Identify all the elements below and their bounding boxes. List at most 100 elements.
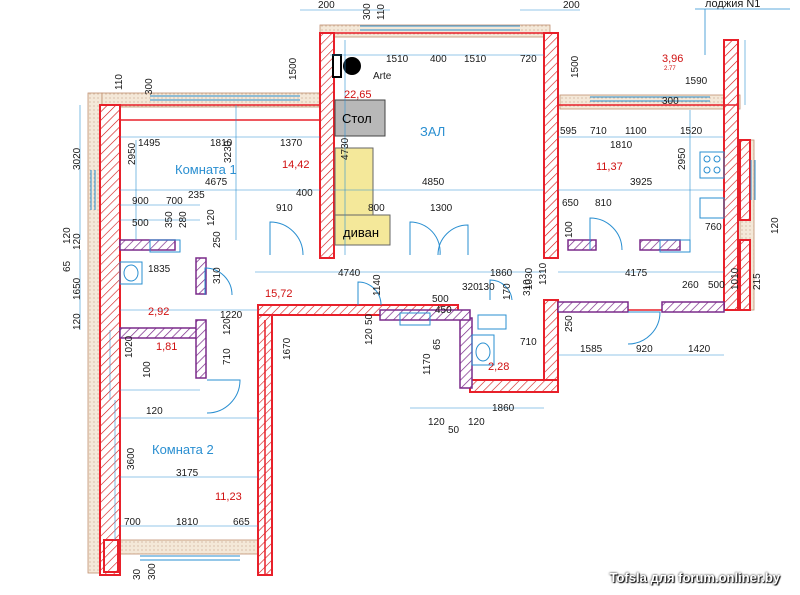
svg-text:280: 280 — [178, 211, 189, 228]
svg-text:710: 710 — [520, 337, 537, 348]
svg-text:3230: 3230 — [223, 140, 234, 163]
load-bearing-walls — [99, 32, 751, 576]
svg-text:300: 300 — [362, 3, 373, 20]
svg-text:1140: 1140 — [372, 274, 383, 296]
svg-text:3600: 3600 — [126, 447, 137, 470]
svg-text:65: 65 — [62, 260, 73, 272]
svg-text:910: 910 — [276, 203, 293, 214]
svg-text:4850: 4850 — [422, 177, 445, 188]
svg-text:50: 50 — [448, 425, 460, 436]
furniture — [332, 54, 391, 246]
svg-text:400: 400 — [296, 188, 313, 199]
svg-text:710: 710 — [590, 126, 607, 137]
svg-text:1370: 1370 — [280, 138, 303, 149]
svg-text:1100: 1100 — [625, 126, 647, 137]
room2-name: Комната 2 — [152, 442, 214, 457]
room-labels: Комната 1 14,42 ЗАЛ 22,65 11,37 15,72 2,… — [148, 0, 760, 503]
svg-text:120: 120 — [222, 318, 233, 335]
svg-text:1010: 1010 — [730, 267, 741, 290]
svg-text:130: 130 — [478, 282, 495, 293]
bath1-area: 2,92 — [148, 306, 169, 318]
svg-text:920: 920 — [636, 344, 653, 355]
table-label: Стол — [342, 111, 372, 126]
svg-text:500: 500 — [708, 280, 725, 291]
loggia-label: лоджия N1 — [705, 0, 760, 10]
svg-text:235: 235 — [188, 190, 205, 201]
svg-text:1220: 1220 — [220, 310, 243, 321]
svg-text:1590: 1590 — [685, 76, 708, 87]
svg-text:320: 320 — [462, 282, 479, 293]
svg-text:665: 665 — [233, 517, 250, 528]
svg-text:4175: 4175 — [625, 268, 648, 279]
room1-area: 14,42 — [282, 159, 310, 171]
table — [334, 99, 386, 137]
furniture-labels: Стол диван Arte — [342, 71, 392, 240]
svg-text:200: 200 — [563, 0, 580, 11]
svg-text:4740: 4740 — [338, 268, 361, 279]
svg-text:1510: 1510 — [464, 54, 487, 65]
svg-text:260: 260 — [682, 280, 699, 291]
svg-text:1300: 1300 — [430, 203, 453, 214]
svg-text:215: 215 — [752, 273, 763, 290]
svg-text:4675: 4675 — [205, 177, 228, 188]
svg-text:100: 100 — [564, 221, 575, 238]
svg-text:500: 500 — [132, 218, 149, 229]
svg-text:120: 120 — [468, 417, 485, 428]
svg-text:2950: 2950 — [127, 142, 138, 165]
svg-text:450: 450 — [435, 305, 452, 316]
svg-text:900: 900 — [132, 196, 149, 207]
svg-text:200: 200 — [318, 0, 335, 11]
svg-text:300: 300 — [144, 78, 155, 95]
svg-text:1495: 1495 — [138, 138, 161, 149]
svg-text:3925: 3925 — [630, 177, 653, 188]
svg-text:170: 170 — [502, 283, 513, 300]
svg-text:50: 50 — [364, 313, 375, 325]
svg-text:700: 700 — [166, 196, 183, 207]
dimension-lines — [79, 9, 746, 540]
svg-text:3020: 3020 — [72, 147, 83, 170]
dimension-labels: 200 300 110 1510 400 1510 720 200 1500 1… — [62, 0, 781, 580]
svg-text:120: 120 — [62, 227, 73, 244]
svg-text:110: 110 — [376, 4, 387, 20]
svg-text:1670: 1670 — [282, 337, 293, 360]
svg-text:1170: 1170 — [422, 353, 433, 375]
svg-text:3175: 3175 — [176, 468, 199, 479]
svg-text:760: 760 — [705, 222, 722, 233]
room2-area: 11,23 — [215, 491, 242, 503]
kitchen-area: 11,37 — [596, 161, 623, 173]
wc1-area: 1,81 — [156, 341, 177, 353]
corridor-area: 15,72 — [265, 288, 293, 300]
svg-text:1520: 1520 — [680, 126, 703, 137]
svg-text:1500: 1500 — [570, 55, 581, 78]
svg-text:1810: 1810 — [176, 517, 199, 528]
svg-text:120: 120 — [428, 417, 445, 428]
exterior-insulation — [87, 24, 755, 574]
svg-text:120: 120 — [206, 209, 217, 226]
svg-text:400: 400 — [430, 54, 447, 65]
svg-text:65: 65 — [432, 338, 443, 350]
svg-text:1420: 1420 — [688, 344, 711, 355]
svg-text:120: 120 — [72, 233, 83, 250]
outer-contour — [99, 32, 739, 575]
watermark: Tofsla для forum.onliner.by — [609, 570, 780, 585]
doors — [204, 217, 661, 414]
svg-text:1510: 1510 — [386, 54, 409, 65]
svg-text:700: 700 — [124, 517, 141, 528]
svg-text:250: 250 — [212, 231, 223, 248]
loggia-subarea: 2.77 — [664, 66, 676, 72]
svg-text:595: 595 — [560, 126, 577, 137]
svg-text:300: 300 — [147, 563, 158, 580]
svg-text:120: 120 — [364, 328, 375, 345]
svg-text:100: 100 — [142, 361, 153, 378]
fixtures — [119, 151, 725, 366]
hall-name: ЗАЛ — [420, 124, 445, 139]
svg-text:810: 810 — [595, 198, 612, 209]
svg-text:310: 310 — [522, 279, 533, 296]
loggia-area: 3,96 — [662, 53, 683, 65]
svg-text:720: 720 — [520, 54, 537, 65]
hall-area: 22,65 — [344, 89, 372, 101]
loggia-callout — [695, 8, 790, 55]
svg-text:1810: 1810 — [210, 138, 233, 149]
svg-text:1500: 1500 — [288, 57, 299, 80]
sofa — [334, 214, 391, 246]
